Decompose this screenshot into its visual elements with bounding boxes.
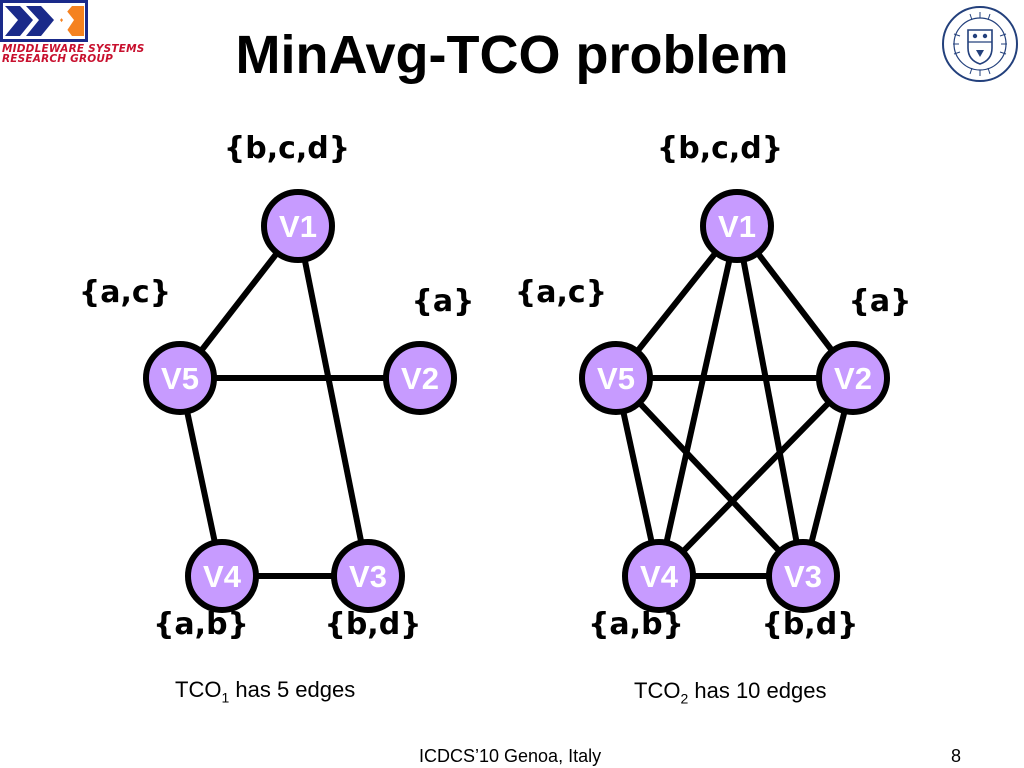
tco1-node-circle: [185, 539, 259, 613]
tco1-node-v3: V3: [331, 539, 405, 613]
caption-tco1: TCO1 has 5 edges: [175, 677, 356, 706]
tco1-edge-v1-v3: [295, 225, 371, 577]
logo-text-line1: MIDDLEWARE SYSTEMS: [2, 43, 145, 55]
msrg-logo-icon: [0, 0, 88, 42]
tco2-node-circle: [816, 341, 890, 415]
caption-tco2: TCO2 has 10 edges: [634, 678, 827, 707]
tco2-node-circle: [700, 189, 774, 263]
page-title: MinAvg-TCO problem: [235, 25, 789, 85]
msrg-logo: MIDDLEWARE SYSTEMS RESEARCH GROUP: [0, 0, 160, 64]
tco1-node-label: V3: [349, 559, 387, 594]
tco2-set-v2: {a}: [849, 284, 912, 319]
footer-conference: ICDCS’10 Genoa, Italy: [419, 746, 602, 766]
tco2-set-v1: {b,c,d}: [657, 131, 783, 166]
tco2-set-v4: {a,b}: [588, 607, 684, 642]
tco2-node-label: V3: [784, 559, 822, 594]
university-seal-icon: [942, 6, 1018, 82]
tco1-node-circle: [143, 341, 217, 415]
tco1-set-v4: {a,b}: [153, 607, 249, 642]
tco2-node-label: V2: [834, 361, 872, 396]
tco1-node-label: V1: [279, 209, 317, 244]
tco2-edge-v1-v3: [734, 225, 806, 577]
tco1-node-v2: V2: [383, 341, 457, 415]
tco2-node-v1: V1: [700, 189, 774, 263]
tco2-set-v3: {b,d}: [761, 607, 858, 642]
tco2-node-v3: V3: [766, 539, 840, 613]
tco2-edge-v2-v4: [656, 375, 856, 579]
tco2-node-v5: V5: [579, 341, 653, 415]
tco1-node-label: V5: [161, 361, 199, 396]
tco1-set-v1: {b,c,d}: [224, 131, 350, 166]
tco1-node-v1: V1: [261, 189, 335, 263]
tco1-node-circle: [383, 341, 457, 415]
tco1-set-v5: {a,c}: [79, 275, 171, 310]
tco2-node-label: V5: [597, 361, 635, 396]
tco1-node-label: V2: [401, 361, 439, 396]
tco1-node-v4: V4: [185, 539, 259, 613]
tco2-node-v2: V2: [816, 341, 890, 415]
tco1-node-label: V4: [203, 559, 242, 594]
tco2-node-label: V4: [640, 559, 679, 594]
page-number: 8: [951, 746, 962, 766]
tco2-node-label: V1: [718, 209, 756, 244]
tco1-node-circle: [331, 539, 405, 613]
tco1-set-v3: {b,d}: [324, 607, 421, 642]
tco2-node-v4: V4: [622, 539, 696, 613]
tco1-node-circle: [261, 189, 335, 263]
tco1-node-v5: V5: [143, 341, 217, 415]
tco2-node-circle: [622, 539, 696, 613]
tco2-node-circle: [766, 539, 840, 613]
tco2-edge-v1-v4: [656, 225, 740, 577]
tco2-edge-v5-v3: [613, 375, 806, 579]
tco2-set-v5: {a,c}: [515, 275, 607, 310]
tco1-set-v2: {a}: [412, 284, 475, 319]
logo-text-line2: RESEARCH GROUP: [2, 53, 114, 65]
tco2-node-circle: [579, 341, 653, 415]
